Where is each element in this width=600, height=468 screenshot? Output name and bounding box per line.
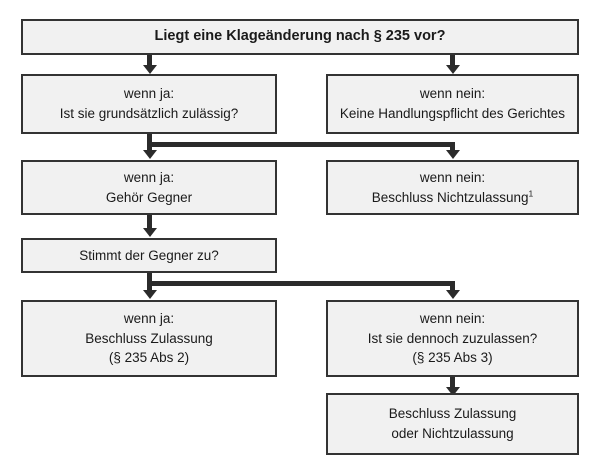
node-text-line: wenn nein: bbox=[419, 311, 486, 327]
connector-n2-junction-stem bbox=[147, 134, 152, 145]
node-text-line: Beschluss Zulassung bbox=[85, 330, 213, 346]
node-stimmt-der-gegner-zu: Stimmt der Gegner zu? bbox=[21, 238, 277, 273]
node-text-line: Stimmt der Gegner zu? bbox=[79, 247, 219, 263]
connector-n6-junction-bar bbox=[147, 281, 455, 286]
node-text-line: (§ 235 Abs 3) bbox=[412, 350, 493, 366]
node-text-line: wenn nein: bbox=[419, 169, 486, 185]
node-text-line: Gehör Gegner bbox=[105, 189, 193, 205]
node-text-line: (§ 235 Abs 2) bbox=[108, 350, 190, 366]
connector-n2-to-n4-arrowhead bbox=[142, 150, 157, 159]
node-text-line: wenn ja: bbox=[123, 86, 175, 102]
footnote-marker: 1 bbox=[528, 188, 534, 198]
node-beschluss-zulassung-oder-nichtzulassung: Beschluss Zulassung oder Nichtzulassung bbox=[326, 393, 579, 455]
node-text-line: Keine Handlungspflicht des Gerichtes bbox=[339, 106, 566, 121]
node-text-line: Ist sie dennoch zuzulassen? bbox=[367, 330, 538, 346]
node-beschluss-zulassung-abs2: wenn ja: Beschluss Zulassung (§ 235 Abs … bbox=[21, 300, 277, 377]
node-beschluss-nichtzulassung: wenn nein: Beschluss Nichtzulassung1 bbox=[326, 160, 579, 215]
connector-n8-to-n9-stem bbox=[450, 377, 455, 389]
node-text-line: wenn ja: bbox=[123, 169, 175, 185]
connector-n1-to-n2-arrowhead bbox=[142, 65, 157, 74]
connector-n2-to-n5-arrowhead bbox=[445, 150, 460, 159]
connector-n2-to-n5-drop bbox=[450, 142, 455, 152]
connector-n2-to-n4-drop bbox=[147, 142, 152, 152]
connector-n6-to-n7-drop bbox=[147, 281, 152, 292]
connector-n4-to-n6-arrowhead bbox=[142, 228, 157, 237]
connector-n2-junction-bar bbox=[147, 142, 455, 147]
node-text-line: Beschluss Nichtzulassung bbox=[371, 189, 529, 205]
node-keine-handlungspflicht: wenn nein: Keine Handlungspflicht des Ge… bbox=[326, 74, 579, 134]
node-text-line-with-footnote: Beschluss Nichtzulassung1 bbox=[372, 188, 534, 208]
connector-n6-junction-stem bbox=[147, 273, 152, 284]
node-text-line: Liegt eine Klageänderung nach § 235 vor? bbox=[154, 28, 446, 45]
connector-n6-to-n7-arrowhead bbox=[142, 290, 157, 299]
node-text-line: wenn nein: bbox=[419, 86, 486, 102]
node-text-line: wenn ja: bbox=[123, 311, 175, 327]
connector-n4-to-n6-stem bbox=[147, 215, 152, 229]
connector-n1-to-n2-stem bbox=[147, 55, 152, 66]
node-klageaenderung-frage: Liegt eine Klageänderung nach § 235 vor? bbox=[21, 19, 579, 55]
node-dennoch-zuzulassen-abs3: wenn nein: Ist sie dennoch zuzulassen? (… bbox=[326, 300, 579, 377]
connector-n8-to-n9-arrowhead bbox=[445, 387, 460, 396]
connector-n1-to-n3-arrowhead bbox=[445, 65, 460, 74]
connector-n1-to-n3-stem bbox=[450, 55, 455, 66]
node-gehoer-gegner: wenn ja: Gehör Gegner bbox=[21, 160, 277, 215]
node-text-line: oder Nichtzulassung bbox=[391, 426, 514, 441]
node-text-line: Beschluss Zulassung bbox=[388, 406, 517, 422]
connector-n6-to-n8-drop bbox=[450, 281, 455, 292]
node-grundsaetzlich-zulaessig: wenn ja: Ist sie grundsätzlich zulässig? bbox=[21, 74, 277, 134]
node-text-line: Ist sie grundsätzlich zulässig? bbox=[59, 106, 239, 121]
connector-n6-to-n8-arrowhead bbox=[445, 290, 460, 299]
